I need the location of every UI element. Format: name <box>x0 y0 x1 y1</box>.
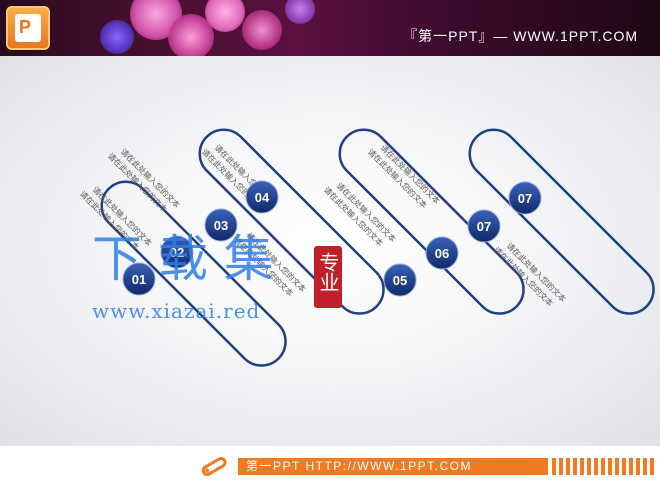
footer-text[interactable]: 第一PPT HTTP://WWW.1PPT.COM <box>246 459 472 473</box>
svg-text:04: 04 <box>255 190 270 205</box>
bokeh-circle <box>205 0 245 32</box>
seal-stamp <box>314 246 342 308</box>
svg-text:02: 02 <box>170 245 184 260</box>
watermark-url: www.xiazai.red <box>92 299 260 323</box>
watermark-chinese: 下 载 集 <box>92 230 274 288</box>
svg-text:03: 03 <box>214 218 228 233</box>
footer-stripes <box>552 458 656 475</box>
ppt-logo-icon: P <box>6 6 50 50</box>
bokeh-circle <box>285 0 315 24</box>
svg-text:07: 07 <box>477 219 491 234</box>
svg-text:06: 06 <box>435 246 449 261</box>
svg-text:01: 01 <box>132 272 146 287</box>
step-text-05: 请在此处输入您的文本 请在此处输入您的文本 <box>322 180 398 248</box>
step-circle-02[interactable]: 02 <box>160 235 194 269</box>
header-banner: P 『第一PPT』— WWW.1PPT.COM <box>0 0 660 56</box>
svg-text:05: 05 <box>393 273 407 288</box>
step-circle-04[interactable]: 04 <box>245 180 279 214</box>
bokeh-circle <box>100 20 134 54</box>
slide-stage: 请在此处输入您的文本 请在此处输入您的文本 请在此处输入您的文本 请在此处输入您… <box>0 56 660 446</box>
svg-text:07: 07 <box>518 191 532 206</box>
process-diagram: 请在此处输入您的文本 请在此处输入您的文本 请在此处输入您的文本 请在此处输入您… <box>78 128 655 367</box>
step-circle-07b[interactable]: 07 <box>508 181 542 215</box>
step-circle-06[interactable]: 06 <box>425 236 459 270</box>
footer-bar <box>238 458 548 475</box>
step-circle-07[interactable]: 07 <box>467 209 501 243</box>
step-circle-01[interactable]: 01 <box>122 262 156 296</box>
header-title: 『第一PPT』— WWW.1PPT.COM <box>403 28 638 44</box>
seal-text: 专业 <box>316 252 340 292</box>
capsule-b <box>198 128 385 315</box>
pencil-icon <box>201 457 227 476</box>
step-text-07: 请在此处输入您的文本 请在此处输入您的文本 <box>492 240 568 308</box>
step-circle-05[interactable]: 05 <box>383 263 417 297</box>
watermark: 下 载 集 专业 www.xiazai.red <box>92 230 342 323</box>
step-circle-03[interactable]: 03 <box>204 208 238 242</box>
bokeh-circle <box>242 10 282 50</box>
capsule-c <box>338 128 525 315</box>
